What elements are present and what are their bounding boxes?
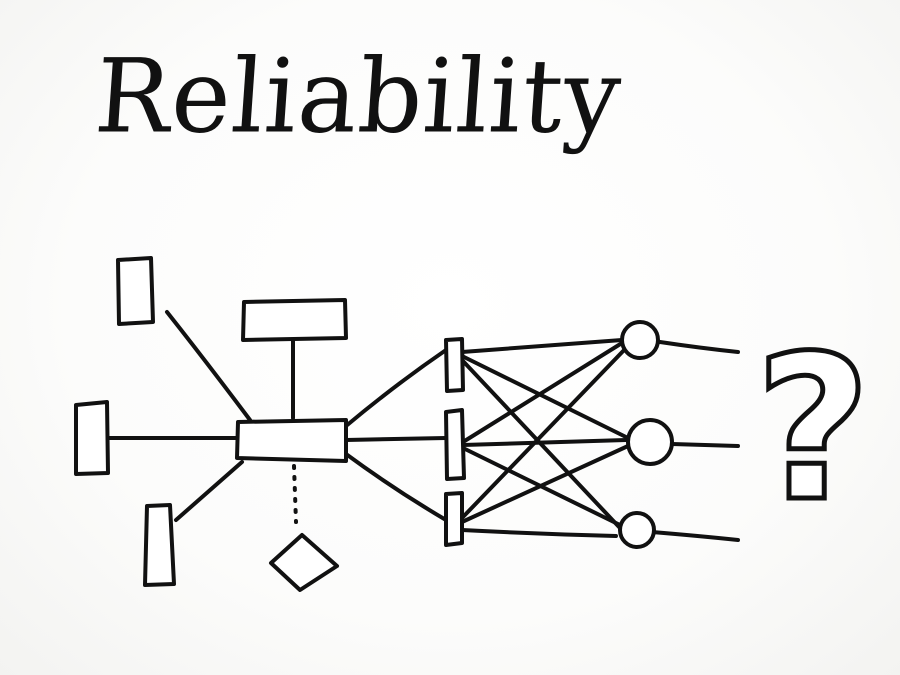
left-box: [74, 400, 110, 476]
hub-box: [235, 418, 348, 463]
connector-hub-to-top-bar: [344, 348, 448, 428]
connector-top-bar-to-top-node: [460, 338, 624, 354]
output-line-middle: [670, 442, 740, 448]
connector-topleft-box-to-hub: [165, 310, 252, 422]
connector-hub-to-bottom-bar: [344, 452, 448, 522]
connector-middle-bar-to-middle-node: [461, 438, 628, 447]
connector-hub-to-middle-bar: [344, 436, 448, 442]
output-line-top: [658, 340, 740, 354]
question-mark: ?: [752, 313, 873, 546]
bar-top: [444, 337, 465, 393]
node-middle: [626, 418, 674, 466]
topleft-box: [116, 256, 155, 326]
dotted-connector: [292, 464, 298, 524]
connector-lines: [106, 310, 740, 542]
decision-diamond: [269, 533, 339, 592]
connector-bottomleft-box-to-hub: [174, 460, 244, 522]
bar-middle: [444, 408, 466, 481]
connector-top-bar-to-middle-node: [460, 354, 630, 440]
output-line-bottom: [650, 530, 740, 542]
bar-bottom: [444, 491, 464, 547]
node-top: [620, 320, 660, 360]
connector-middle-bar-to-top-node: [461, 341, 624, 444]
top-box: [241, 298, 348, 342]
bottomleft-box: [143, 503, 176, 587]
node-bottom: [618, 511, 656, 549]
connector-bottom-bar-to-top-node: [460, 344, 630, 520]
connector-bottom-bar-to-bottom-node: [460, 528, 618, 538]
connector-bottom-bar-to-middle-node: [460, 444, 630, 524]
